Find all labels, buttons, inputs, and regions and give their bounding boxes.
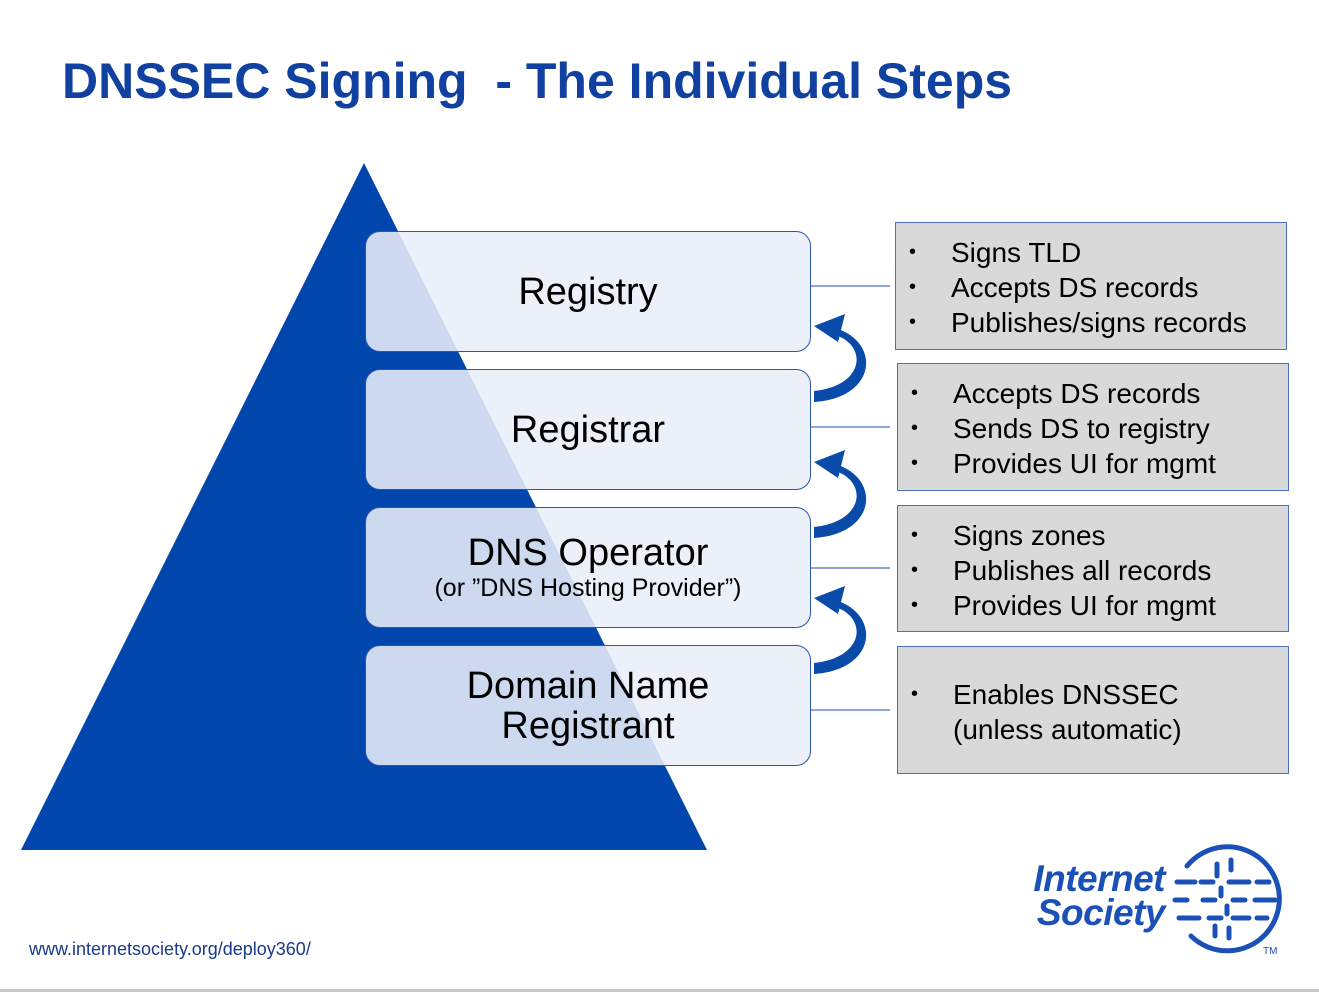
tier-dns-operator: DNS Operator (or ”DNS Hosting Provider”) <box>365 507 811 628</box>
bullet-item: •Publishes/signs records <box>909 307 1247 338</box>
info-box-dns-operator: •Signs zones •Publishes all records •Pro… <box>897 505 1289 632</box>
slide-title: DNSSEC Signing - The Individual Steps <box>62 53 1013 109</box>
logo-wordmark: Internet Society <box>993 858 1166 933</box>
bullet-item: •Accepts DS records <box>909 272 1199 303</box>
tier-label-line: Domain Name <box>466 664 710 707</box>
bottom-rule <box>0 989 1319 992</box>
logo-line: Internet <box>1033 858 1165 899</box>
bullet-icon: • <box>911 417 919 439</box>
footer-url[interactable]: www.internetsociety.org/deploy360/ <box>29 939 311 959</box>
bullet-icon: • <box>911 683 919 705</box>
curved-arrow-icon <box>814 450 867 538</box>
bullet-icon: • <box>911 524 919 546</box>
tier-registrant: Domain Name Registrant <box>365 645 811 766</box>
bullet-list: •Signs zones •Publishes all records •Pro… <box>898 518 1288 623</box>
bullet-list: •Enables DNSSEC (unless automatic) <box>898 677 1288 747</box>
info-box-registry: •Signs TLD •Accepts DS records •Publishe… <box>895 222 1287 350</box>
bullet-item: •Signs zones <box>911 520 1106 551</box>
bullet-continuation: (unless automatic) <box>953 714 1182 745</box>
connector-lines <box>811 285 890 711</box>
bullet-item: •Signs TLD <box>909 237 1082 268</box>
curved-arrows <box>814 314 867 674</box>
tier-label: Domain Name Registrant <box>467 666 710 746</box>
bullet-icon: • <box>911 559 919 581</box>
bullet-list: •Signs TLD •Accepts DS records •Publishe… <box>896 235 1286 340</box>
tier-sublabel: (or ”DNS Hosting Provider”) <box>434 573 742 602</box>
info-box-registrar: •Accepts DS records •Sends DS to registr… <box>897 363 1289 491</box>
curved-arrow-icon <box>814 586 867 674</box>
bullet-icon: • <box>909 241 917 263</box>
isoc-globe-icon <box>1172 844 1282 954</box>
tier-label: DNS Operator <box>467 531 709 574</box>
bullet-icon: • <box>909 276 917 298</box>
bullet-item: •Enables DNSSEC (unless automatic) <box>898 677 1288 747</box>
bullet-list: •Accepts DS records •Sends DS to registr… <box>898 376 1288 481</box>
bullet-item: •Provides UI for mgmt <box>911 590 1216 621</box>
bullet-item: •Sends DS to registry <box>911 413 1210 444</box>
bullet-icon: • <box>909 311 917 333</box>
bullet-icon: • <box>911 594 919 616</box>
tier-label-line: Registrant <box>501 704 675 747</box>
tier-label: Registry <box>518 270 658 313</box>
bullet-item: •Accepts DS records <box>911 378 1201 409</box>
tier-registrar: Registrar <box>365 369 811 490</box>
tier-registry: Registry <box>365 231 811 352</box>
bullet-icon: • <box>911 382 919 404</box>
info-box-registrant: •Enables DNSSEC (unless automatic) <box>897 646 1289 774</box>
tier-label: Registrar <box>510 408 666 451</box>
logo-line: Society <box>1036 892 1166 933</box>
bullet-item: •Publishes all records <box>911 555 1212 586</box>
trademark-label: TM <box>1263 946 1278 957</box>
bullet-item: •Provides UI for mgmt <box>911 448 1216 479</box>
curved-arrow-icon <box>814 314 867 402</box>
bullet-icon: • <box>911 452 919 474</box>
